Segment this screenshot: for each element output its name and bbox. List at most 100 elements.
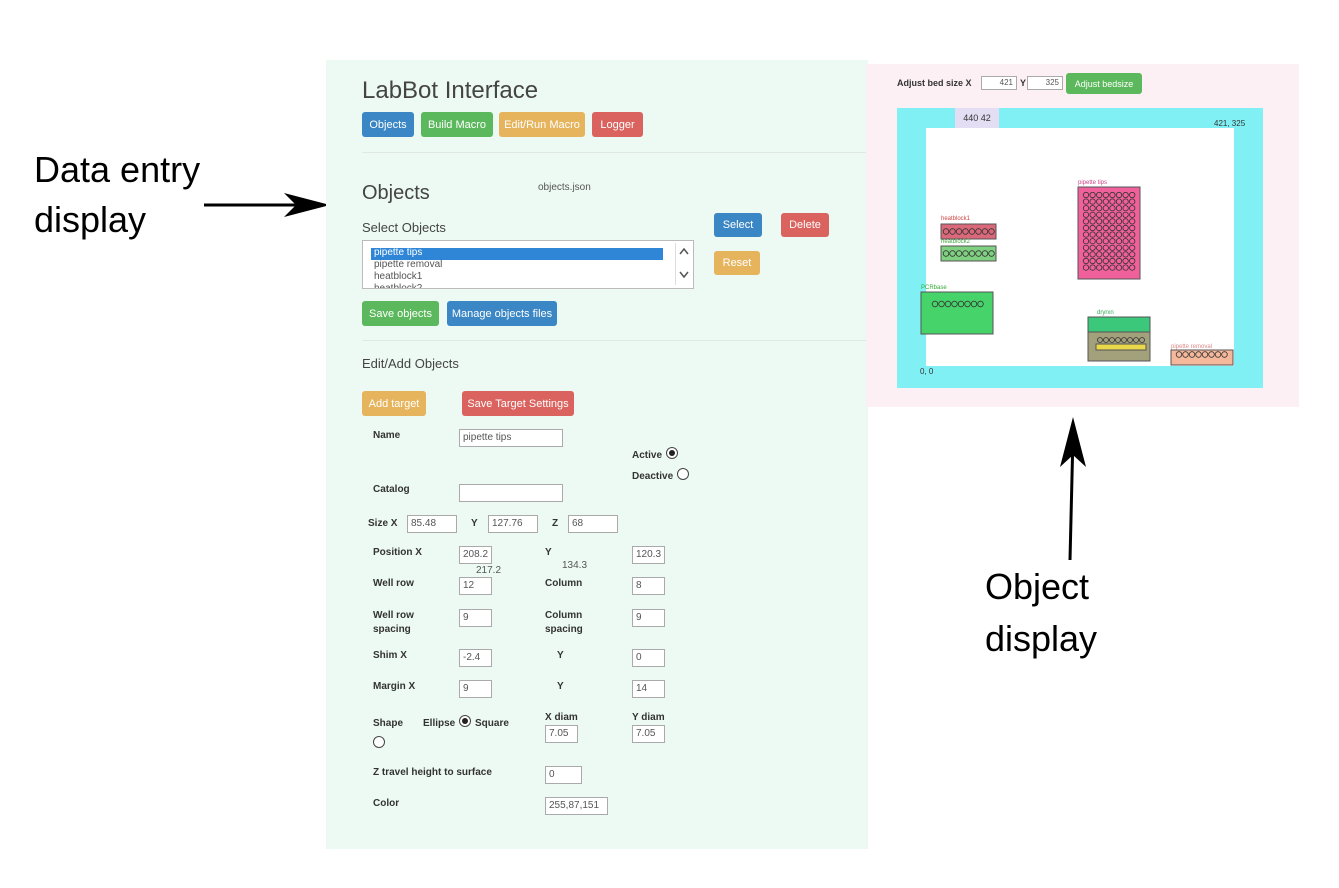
well-marker	[1102, 218, 1109, 225]
well-marker	[1097, 337, 1103, 343]
size-x-label: Size X	[368, 518, 398, 529]
well-marker	[955, 228, 963, 235]
well-marker	[1122, 264, 1129, 271]
divider	[362, 152, 874, 153]
manage-objects-files-button[interactable]: Manage objects files	[447, 301, 557, 326]
add-target-button[interactable]: Add target	[362, 391, 426, 416]
bed-top-right-coord: 421, 325	[1214, 119, 1246, 128]
well-marker	[968, 228, 976, 235]
z-travel-input[interactable]: 0	[545, 766, 582, 784]
list-item[interactable]: heatblock2	[374, 283, 423, 289]
column-spacing-input[interactable]: 9	[632, 609, 665, 627]
list-item[interactable]: pipette tips	[374, 247, 423, 258]
list-item[interactable]: pipette removal	[374, 259, 443, 270]
bed-y-input[interactable]: 325	[1027, 76, 1063, 90]
well-marker	[1122, 211, 1129, 218]
size-x-input[interactable]: 85.48	[407, 515, 457, 533]
pipette-tips-label: pipette tips	[1078, 180, 1108, 186]
bed-origin-coord: 0, 0	[920, 367, 934, 376]
well-marker	[1109, 244, 1116, 251]
well-marker	[1096, 191, 1103, 199]
size-y-input[interactable]: 127.76	[488, 515, 538, 533]
size-z-label: Z	[552, 518, 559, 529]
nav-logger-button[interactable]: Logger	[592, 112, 643, 137]
position-x-label: Position X	[373, 547, 422, 558]
position-x-input[interactable]: 208.2	[459, 546, 492, 564]
size-y-label: Y	[471, 518, 478, 529]
well-marker	[1082, 231, 1090, 238]
objects-listbox[interactable]: pipette tips pipette removal heatblock1 …	[362, 240, 694, 289]
save-objects-button[interactable]: Save objects	[362, 301, 439, 326]
well-marker	[1115, 264, 1123, 271]
well-marker	[1082, 244, 1090, 251]
objects-file-name: objects.json	[538, 182, 591, 193]
well-row-spacing-input[interactable]: 9	[459, 609, 492, 627]
nav-objects-button[interactable]: Objects	[362, 112, 414, 137]
well-marker	[949, 250, 956, 257]
deactive-radio[interactable]	[677, 468, 689, 480]
well-row-spacing-label: spacing	[373, 624, 411, 635]
well-marker	[970, 300, 978, 308]
bed-x-input[interactable]: 421	[981, 76, 1017, 90]
well-marker	[1089, 224, 1096, 232]
well-marker	[1096, 238, 1103, 245]
well-marker	[1129, 211, 1136, 218]
shape-radio[interactable]	[373, 736, 385, 748]
well-marker	[1129, 224, 1136, 232]
well-marker	[1096, 257, 1103, 265]
well-marker	[1096, 224, 1103, 232]
bed-object-heatblock1[interactable]	[940, 223, 997, 240]
well-marker	[981, 228, 989, 235]
ellipse-radio[interactable]	[459, 715, 471, 727]
column-input[interactable]: 8	[632, 577, 665, 595]
chevron-down-icon[interactable]	[679, 271, 689, 279]
well-marker	[1188, 351, 1196, 358]
select-button[interactable]: Select	[714, 213, 762, 237]
margin-y-label: Y	[557, 681, 564, 692]
up-arrow-icon	[1060, 417, 1086, 561]
position-y-input[interactable]: 120.3	[632, 546, 665, 564]
well-marker	[1089, 251, 1096, 258]
well-marker	[1109, 218, 1116, 225]
save-target-settings-button[interactable]: Save Target Settings	[462, 391, 574, 416]
size-z-input[interactable]: 68	[568, 515, 618, 533]
well-marker	[931, 300, 939, 308]
scrollbar-track[interactable]	[675, 243, 676, 285]
x-diam-input[interactable]: 7.05	[545, 725, 578, 743]
nav-edit-run-macro-button[interactable]: Edit/Run Macro	[499, 112, 585, 137]
bed-object-pipette-tips[interactable]	[1077, 186, 1141, 280]
shape-label: Shape	[373, 718, 404, 729]
reset-button[interactable]: Reset	[714, 251, 760, 275]
nav-build-macro-button[interactable]: Build Macro	[421, 112, 493, 137]
shim-y-input[interactable]: 0	[632, 649, 665, 667]
margin-y-input[interactable]: 14	[632, 680, 665, 698]
well-marker	[1129, 257, 1136, 265]
adjust-bedsize-button[interactable]: Adjust bedsize	[1066, 73, 1142, 94]
well-marker	[1175, 351, 1183, 358]
well-marker	[1109, 205, 1116, 212]
bed-object-pcrbase[interactable]	[920, 291, 994, 335]
y-diam-input[interactable]: 7.05	[632, 725, 665, 743]
bed-object-heatblock2[interactable]	[940, 245, 997, 262]
well-marker	[1122, 257, 1129, 265]
active-radio[interactable]	[666, 447, 678, 459]
delete-button[interactable]: Delete	[781, 213, 829, 237]
bed-object-pipette-removal[interactable]	[1170, 349, 1234, 366]
well-row-input[interactable]: 12	[459, 577, 492, 595]
shim-x-input[interactable]: -2.4	[459, 649, 492, 667]
well-marker	[1089, 205, 1096, 212]
well-marker	[1122, 251, 1129, 258]
well-marker	[1089, 244, 1096, 251]
chevron-up-icon[interactable]	[679, 247, 689, 255]
margin-x-input[interactable]: 9	[459, 680, 492, 698]
bed-object-dryrxn[interactable]	[1087, 316, 1151, 362]
color-input[interactable]: 255,87,151	[545, 797, 608, 815]
name-input[interactable]: pipette tips	[459, 429, 563, 447]
list-item[interactable]: heatblock1	[374, 271, 423, 282]
well-marker	[1096, 198, 1103, 205]
data-entry-panel: LabBot Interface Objects Build Macro Edi…	[326, 60, 874, 849]
well-marker	[1102, 191, 1109, 199]
catalog-input[interactable]	[459, 484, 563, 502]
data-entry-annotation-line1: Data entry	[34, 149, 201, 190]
well-marker	[1214, 351, 1222, 358]
